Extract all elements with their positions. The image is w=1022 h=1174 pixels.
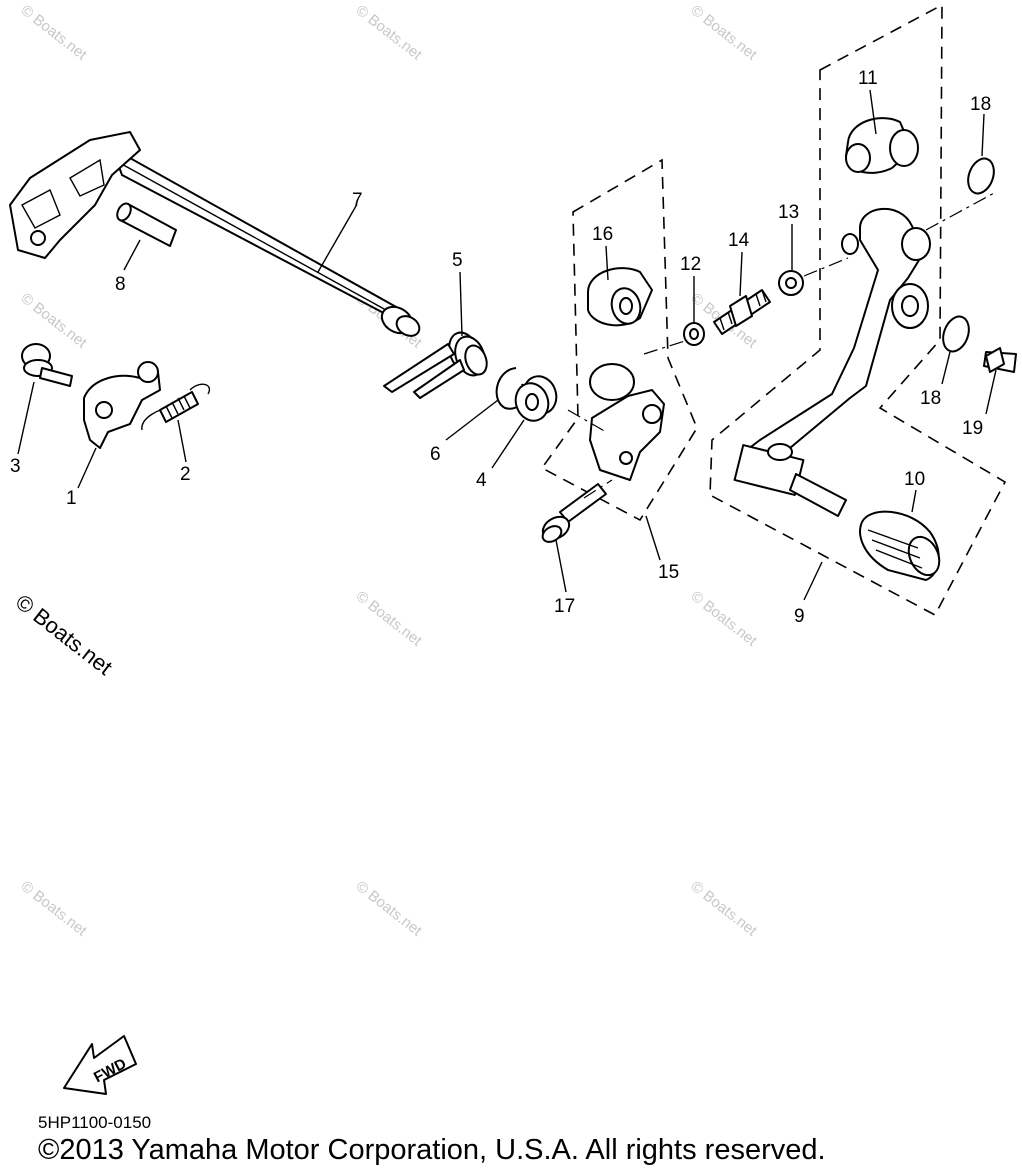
callout-9: 9 [794, 606, 805, 627]
callout-13: 13 [778, 202, 799, 223]
callout-1: 1 [66, 488, 77, 509]
callout-6: 6 [430, 444, 441, 465]
watermark: © Boats.net [18, 2, 91, 64]
threaded-stud [713, 289, 771, 335]
callout-12: 12 [680, 254, 701, 275]
callout-17: 17 [554, 596, 575, 617]
callout-8: 8 [115, 274, 126, 295]
axis-line [925, 191, 997, 231]
rubber-cap [587, 267, 653, 327]
callout-2: 2 [180, 464, 191, 485]
callout-15: 15 [658, 562, 679, 583]
callout-18-lower: 18 [920, 388, 941, 409]
watermark: © Boats.net [688, 588, 761, 650]
axis-line [567, 409, 607, 433]
washer-lower [942, 315, 970, 353]
watermark: © Boats.net [688, 2, 761, 64]
watermark-prominent: © Boats.net [11, 589, 117, 680]
group-outline-9 [709, 3, 1007, 617]
flange-bolt [541, 483, 607, 543]
watermark: © Boats.net [688, 878, 761, 940]
callout-16: 16 [592, 224, 613, 245]
watermark: © Boats.net [18, 290, 91, 352]
callout-3: 3 [10, 456, 21, 477]
callout-5: 5 [452, 250, 463, 271]
bolt-small [21, 343, 73, 387]
callout-19: 19 [962, 418, 983, 439]
pedal-rubber [859, 510, 941, 581]
nut [778, 270, 804, 296]
washer-upper [967, 157, 995, 195]
torsion-spring [383, 331, 488, 399]
copyright-notice: ©2013 Yamaha Motor Corporation, U.S.A. A… [38, 1134, 826, 1166]
collar [514, 375, 558, 422]
watermark: © Boats.net [18, 878, 91, 940]
watermark: © Boats.net [353, 878, 426, 940]
fwd-arrow-icon: FWD [63, 1035, 137, 1095]
tension-spring [141, 383, 211, 431]
axis-line [803, 257, 849, 277]
callout-4: 4 [476, 470, 487, 491]
leader-lines [17, 89, 997, 601]
callout-10: 10 [904, 469, 925, 490]
pedal-bolt [983, 347, 1017, 373]
callout-18-upper: 18 [970, 94, 991, 115]
axis-line [643, 339, 689, 355]
shift-plate [83, 361, 161, 449]
callout-7: 7 [352, 190, 363, 211]
nut-small [683, 322, 705, 346]
shift-shaft [9, 131, 421, 337]
callout-14: 14 [728, 230, 750, 251]
callouts: 1 2 3 4 5 6 7 8 9 10 11 12 13 14 15 16 1… [10, 68, 991, 627]
shift-lever-joint [589, 363, 665, 481]
watermark: © Boats.net [353, 2, 426, 64]
rubber-boot [845, 117, 919, 174]
callout-11: 11 [858, 68, 878, 89]
group-outline-15 [540, 158, 698, 522]
document-code: 5HP1100-0150 [38, 1113, 152, 1132]
axis-line [583, 479, 613, 499]
shift-pedal [733, 208, 931, 517]
pin [116, 202, 177, 247]
watermark: © Boats.net [353, 588, 426, 650]
